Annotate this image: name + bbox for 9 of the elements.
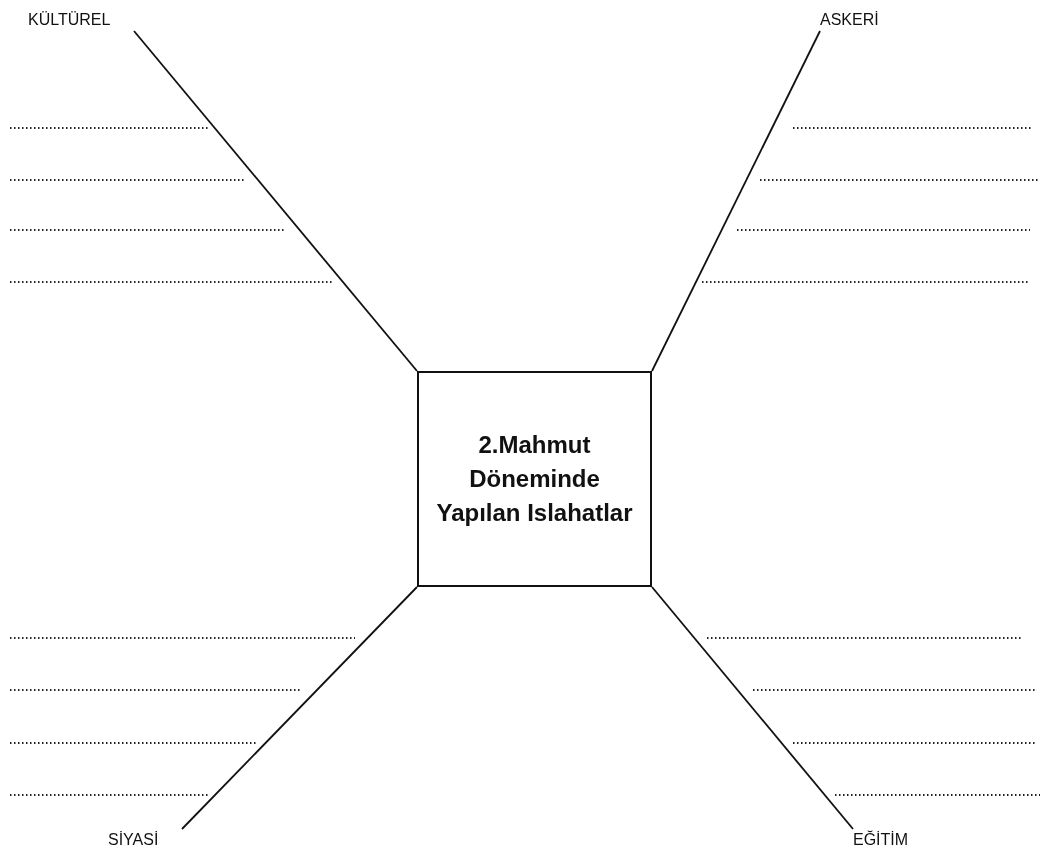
connector-line xyxy=(651,30,821,372)
category-label: ASKERİ xyxy=(820,9,884,31)
connector-line xyxy=(133,30,418,372)
category-label: SİYASİ xyxy=(108,829,182,851)
title-box: 2.Mahmut Döneminde Yapılan Islahatlar xyxy=(417,371,652,587)
category-label: EĞİTİM xyxy=(853,829,943,851)
connector-line xyxy=(651,586,854,830)
connector-line xyxy=(181,586,418,830)
category-label: KÜLTÜREL xyxy=(28,9,134,31)
